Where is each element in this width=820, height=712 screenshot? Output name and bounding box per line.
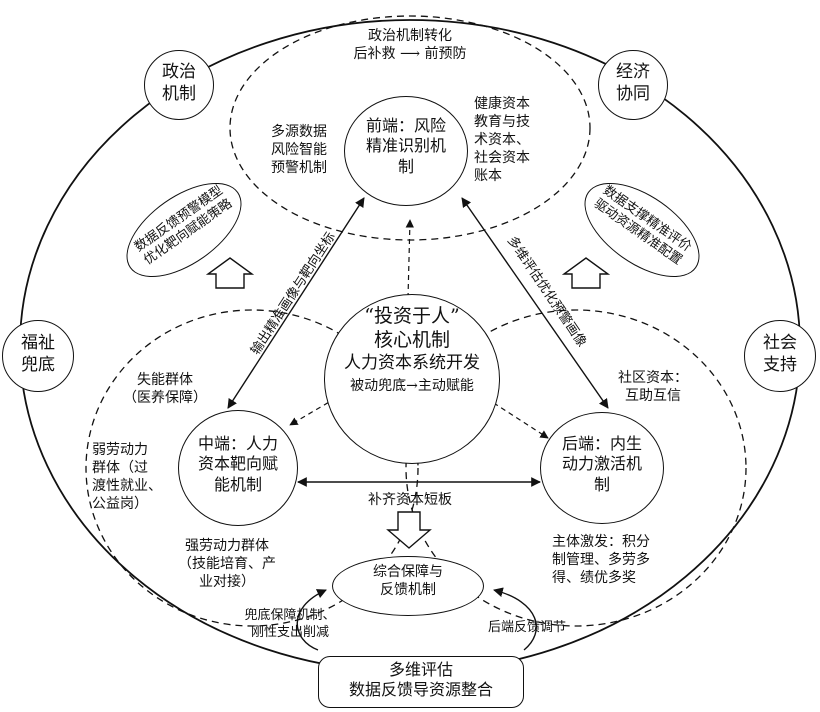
node-welfare-bottom-line (2, 320, 74, 392)
node-economic-coordination (598, 50, 668, 120)
bottom-left-note: 兜底保障机制、 刚性支出削减 (244, 608, 336, 640)
down-block-arrow (386, 511, 432, 549)
multi-dimensional-evaluation-box (318, 656, 524, 708)
multi-dimensional-evaluation-text: 多维评估 数据反馈导资源整合 (348, 660, 493, 700)
front-top-note: 政治机制转化 后补救 ⟶ 前预防 (353, 28, 467, 62)
middle-mechanism-circle (178, 410, 298, 526)
middle-note-weak-labor: 弱劳动力 群体（过 渡性就业、 公益岗） (92, 442, 162, 512)
back-note-agent: 主体激发：积分 制管理、多劳多 得、绩优多奖 (552, 534, 650, 586)
front-left-note: 多源数据 风险智能 预警机制 (271, 124, 327, 176)
back-note-community: 社区资本： 互助互信 (618, 370, 688, 404)
node-economic-label: 经济 协同 (616, 62, 650, 104)
front-mechanism-heading: 前端：风险 精准识别机 制 (365, 116, 446, 176)
core-mechanism-text: “投资于人” 核心机制 人力资本系统开发 被动兜底→主动赋能 (344, 305, 480, 395)
left-up-block-arrow (205, 257, 255, 289)
middle-note-disabled: 失能群体 （医养保障） (123, 372, 207, 406)
back-mechanism-heading: 后端：内生 动力激活机 制 (561, 434, 642, 494)
back-mechanism-circle (540, 412, 664, 524)
core-to-front-arrow (405, 219, 415, 299)
node-welfare-label: 福祉 兜底 (21, 333, 55, 375)
node-political-label: 政治 机制 (162, 62, 196, 104)
right-curved-arrow (493, 587, 538, 651)
right-diagonal-arrow (461, 197, 609, 409)
left-diagonal-arrow (227, 197, 365, 409)
horizontal-arrow-label: 补齐资本短板 (368, 492, 452, 508)
middle-note-strong-labor: 强劳动力群体 （技能培育、产 业对接） (178, 538, 276, 590)
front-right-note: 健康资本 教育与技 术资本、 社会资本 账本 (474, 96, 530, 184)
core-to-back-arrow (485, 397, 549, 439)
node-social-label: 社会 支持 (763, 333, 797, 375)
front-mechanism-circle (344, 96, 468, 206)
left-curved-arrow (296, 589, 327, 651)
right-up-block-arrow (561, 257, 611, 289)
node-social-support (744, 320, 816, 392)
node-political-mechanism (144, 50, 214, 120)
middle-mechanism-heading: 中端：人力 资本靶向赋 能机制 (197, 434, 278, 494)
bottom-feedback-text: 综合保障与 反馈机制 (373, 564, 443, 598)
bottom-right-note: 后端反馈调节 (487, 620, 566, 635)
bottom-feedback-ellipse (332, 556, 484, 616)
core-mechanism-circle (324, 294, 500, 464)
middle-zone-dashed-circle (85, 309, 419, 627)
